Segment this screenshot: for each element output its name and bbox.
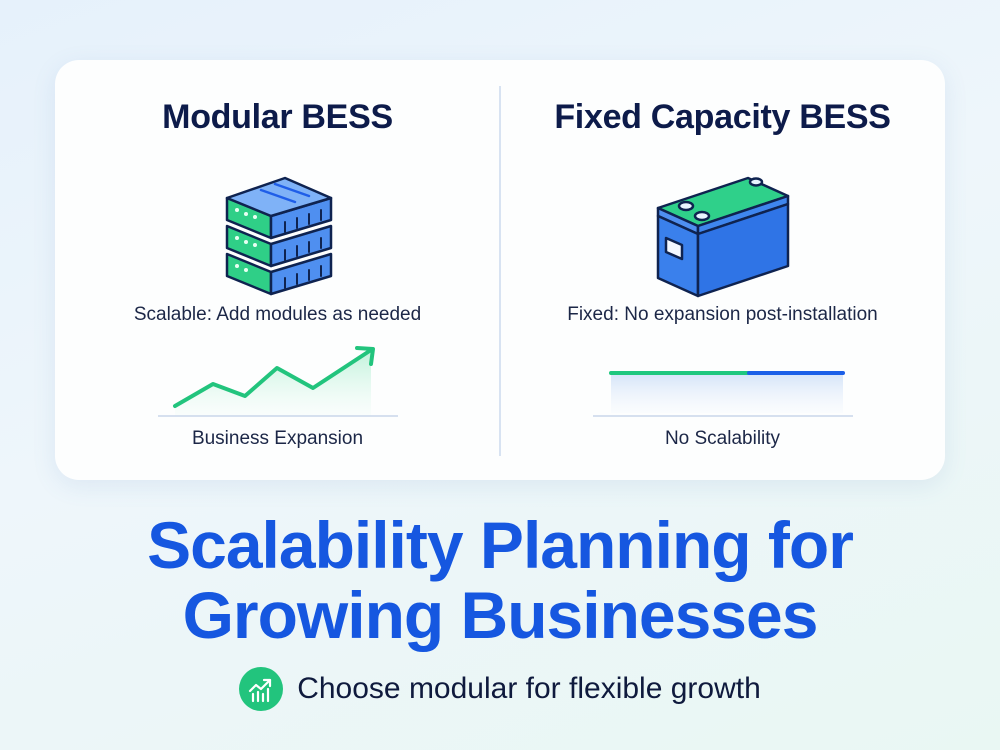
headline-line-2: Growing Businesses <box>182 578 819 652</box>
single-battery-icon <box>500 168 945 303</box>
business-expansion-chart <box>55 338 500 418</box>
modular-bess-column: Modular BESS <box>55 60 500 480</box>
headline-line-1: Scalability Planning for <box>147 508 854 582</box>
fixed-capacity-bess-title: Fixed Capacity BESS <box>554 98 891 136</box>
page-headline: Scalability Planning for Growing Busines… <box>0 510 1000 650</box>
tagline: Choose modular for flexible growth <box>0 664 1000 714</box>
modular-bess-title: Modular BESS <box>162 98 393 136</box>
no-scalability-label: No Scalability <box>664 428 781 449</box>
business-expansion-label: Business Expansion <box>191 428 364 449</box>
no-scalability-chart <box>500 338 945 418</box>
stacked-battery-modules-icon <box>55 168 500 303</box>
growth-chart-icon <box>239 667 284 711</box>
fixed-capacity-description: Fixed: No expansion post-installation <box>567 304 878 325</box>
tagline-text: Choose modular for flexible growth <box>297 672 761 705</box>
column-divider <box>499 86 501 456</box>
modular-bess-description: Scalable: Add modules as needed <box>133 304 422 325</box>
comparison-card: Modular BESS <box>55 60 945 480</box>
fixed-capacity-bess-column: Fixed Capacity BESS Fixed: No expansion … <box>500 60 945 480</box>
